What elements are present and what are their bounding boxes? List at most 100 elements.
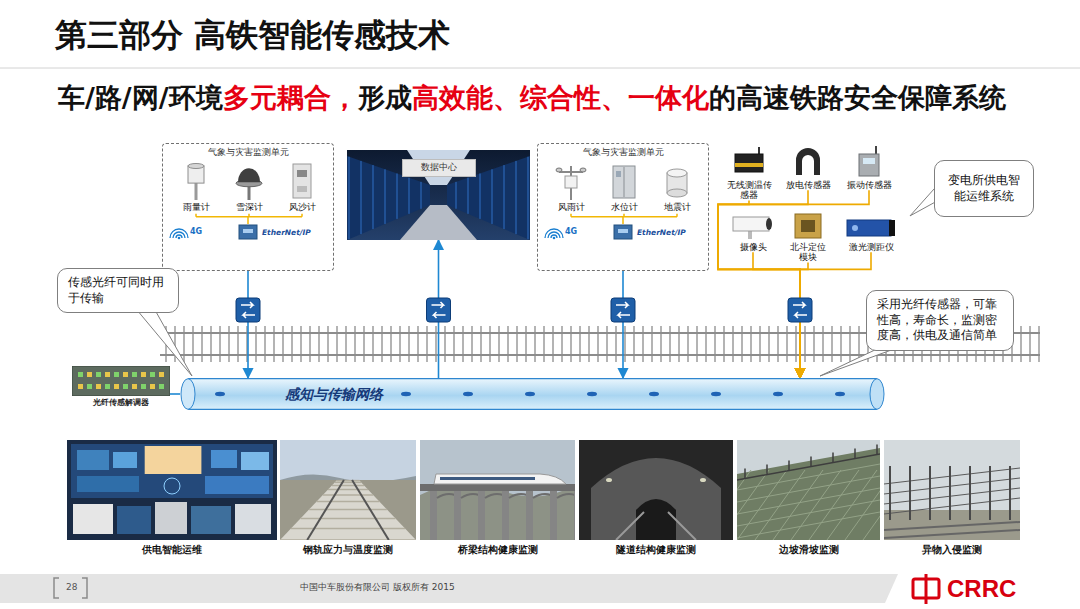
photo-bridge [430,491,437,540]
network-badge: EtherNet/IP [262,228,311,237]
pipe-shape [649,392,659,396]
network-switch [788,298,812,322]
photo-panel: 桥梁结构健康监测 [420,440,575,557]
water-icon [616,171,621,177]
photo-ctrl [211,450,237,468]
photo-slope [737,512,880,538]
network-link [718,190,869,378]
data-center-photo [397,173,398,218]
footer-bar [82,578,87,598]
photo-fence [929,466,931,520]
photo-bridge [440,477,535,480]
water-icon [613,166,635,198]
photo-caption: 边坡滑坡监测 [737,544,880,557]
callout-bubble: 变电所供电智能运维系统 [934,160,1034,217]
monitor-unit-group: 气象与灾害监测单元雨量计雪深计风沙计 [162,143,334,271]
rain-icon [188,164,204,169]
data-center-tag: 数据中心 [402,159,476,177]
photo-fence [989,466,991,520]
photo-fence [884,522,1020,530]
photo-rail [323,494,373,496]
network-switch [793,302,805,308]
photo-ctrl [241,452,269,470]
pipe-shape [463,392,473,396]
data-center-photo [349,157,350,239]
network-switch [236,298,260,322]
page-number: 28 [66,582,77,593]
laser-icon [847,220,891,236]
callout-bubble: 采用光纤传感器，可靠性高，寿命长，监测密度高，供电及通信简单 [866,290,1014,351]
device-name: 光纤传感解调器 [72,398,170,408]
pipe-shape [525,392,535,396]
unit-wiring [243,229,253,233]
photo-fence [884,530,1020,538]
vib-icon [840,146,898,178]
photo-ctrl [155,502,187,534]
bd-icon [801,220,815,232]
windrain-icon [546,162,596,200]
unit-wiring [622,217,624,224]
data-center-photo [456,182,457,209]
temp-icon [724,146,774,178]
photo-fence [949,466,951,520]
photo-caption: 隧道结构健康监测 [579,544,733,557]
photo-ctrl [113,452,137,468]
photo-tunnel [668,512,696,540]
photo-bridge [478,491,485,540]
photo-bridge [526,491,533,540]
demod-icon [141,384,146,389]
network-link [622,271,624,378]
snow-icon [238,168,260,182]
photo-ctrl [67,440,277,540]
demod-icon [96,384,101,389]
photo-panel: 隧道结构健康监测 [579,440,733,557]
photo-caption: 供电智能运维 [67,544,277,557]
pipe-shape [181,379,195,410]
photo-bridge [574,491,575,540]
snow-icon [224,162,274,200]
pipe-shape [401,392,411,396]
demod-icon [96,372,101,377]
unit-wiring [553,237,556,240]
laser-icon [889,220,895,236]
photo-rail [337,480,360,482]
photo-tunnel [636,499,676,540]
data-center-photo [504,165,505,229]
photo-ctrl [77,476,139,492]
sand-icon [293,164,311,198]
network-name: 感知与传输网络 [285,378,383,410]
unit-heading: 气象与灾害监测单元 [163,147,333,157]
monitor-unit-group: 气象与灾害监测单元风雨计水位计地震计 [537,143,709,271]
subtitle-text: 形成 [358,82,412,114]
photo-slope [854,449,856,459]
demod-icon [159,372,164,377]
discharge-icon [796,148,820,175]
demod-icon [72,366,170,396]
photo-rail [309,509,387,511]
photo-rail [280,440,416,540]
photo-slope [832,453,834,463]
device-name: 无线测温传感器 [724,180,774,200]
laser-icon [852,225,858,231]
railway-track [160,354,1040,356]
sensor-device: 风沙计 [277,162,327,213]
demod-icon [87,384,92,389]
data-center-photo [385,169,386,224]
data-center: 数据中心 [347,150,530,240]
network-switch [427,298,451,322]
photo-panel: 供电智能运维 [67,440,277,557]
data-center-photo [492,169,493,224]
water-icon [624,167,625,197]
pipe-shape [587,392,597,396]
unit-heading: 气象与灾害监测单元 [538,147,708,157]
footer-bar [0,574,898,603]
discharge-icon [782,146,834,178]
bd-icon [795,214,821,238]
photo-panel: 异物入侵监测 [884,440,1020,557]
cam-icon [726,212,780,240]
photo-slope [737,454,880,480]
network-link [718,200,800,378]
photo-caption: 桥梁结构健康监测 [420,544,575,557]
photo-slope [737,476,880,502]
photo-slope [876,445,878,455]
